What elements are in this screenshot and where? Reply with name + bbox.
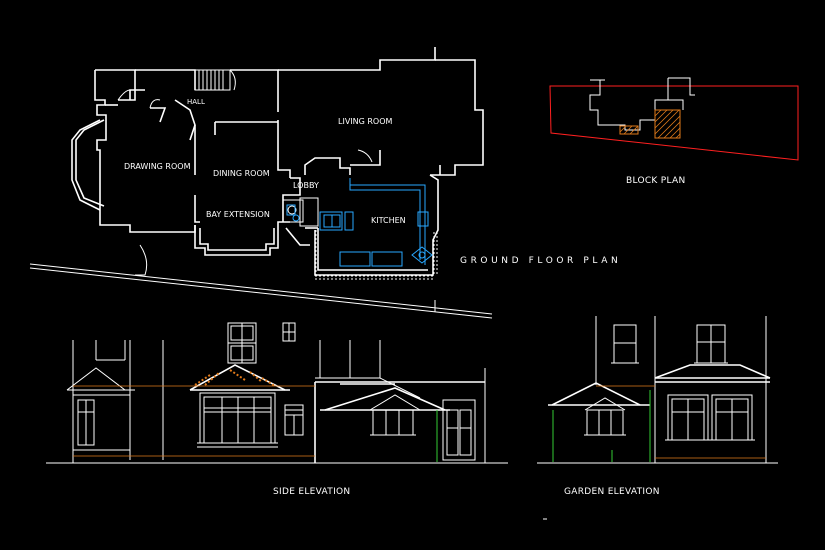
side-elevation: SIDE ELEVATION <box>46 322 508 497</box>
title-garden-elevation: GARDEN ELEVATION <box>564 487 660 497</box>
room-label-bay-extension: BAY EXTENSION <box>206 210 270 219</box>
kitchen-hatch-wall <box>315 230 438 280</box>
bay-roof-tiles <box>194 369 276 387</box>
kitchen-outline <box>285 174 439 276</box>
title-block-plan: BLOCK PLAN <box>626 176 686 186</box>
bay-window-roof <box>189 364 290 391</box>
room-label-dining-room: DINING ROOM <box>213 169 270 178</box>
title-side-elevation: SIDE ELEVATION <box>273 487 350 497</box>
block-plan: BLOCK PLAN <box>549 77 799 186</box>
kitchen-units <box>286 178 433 267</box>
garden-elevation: GARDEN ELEVATION <box>537 316 778 497</box>
room-label-drawing-room: DRAWING ROOM <box>124 162 191 171</box>
wc-room <box>282 197 319 227</box>
room-label-living-room: LIVING ROOM <box>338 117 393 126</box>
room-label-kitchen: KITCHEN <box>371 216 406 225</box>
site-boundary <box>549 85 799 161</box>
staircase <box>194 69 236 91</box>
title-ground-floor-plan: GROUND FLOOR PLAN <box>460 256 621 266</box>
room-label-hall: HALL <box>187 98 205 106</box>
block-plan-extension-hatch <box>619 109 681 139</box>
room-label-lobby: LOBBY <box>293 181 319 190</box>
ground-floor-plan: HALL LIVING ROOM DRAWING ROOM DINING ROO… <box>29 47 621 319</box>
